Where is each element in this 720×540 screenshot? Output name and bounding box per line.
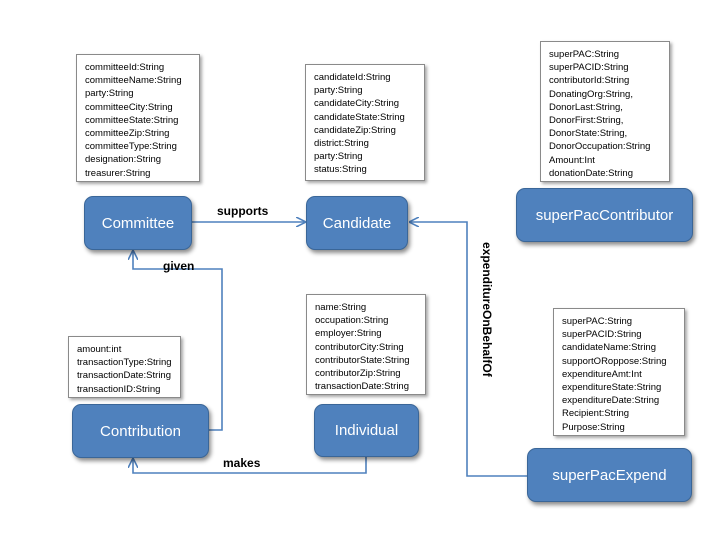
super-pac-contributor-entity[interactable]: superPacContributor bbox=[516, 188, 693, 242]
attribute-line: supportORoppose:String bbox=[562, 355, 667, 367]
contribution-label: Contribution bbox=[100, 422, 181, 440]
attribute-line: Purpose:String bbox=[562, 421, 625, 433]
attribute-line: transactionDate:String bbox=[77, 370, 171, 382]
attribute-line: contributorId:String bbox=[549, 75, 630, 87]
attribute-line: candidateId:String bbox=[314, 72, 391, 83]
committee-label: Committee bbox=[101, 214, 175, 232]
supports-label: supports bbox=[217, 204, 269, 218]
attribute-line: contributorZip:String bbox=[315, 368, 401, 380]
attribute-line: party:String bbox=[314, 85, 363, 97]
attribute-line: committeeId:String bbox=[85, 62, 165, 73]
attribute-line: candidateZip:String bbox=[314, 124, 396, 136]
attribute-line: amount:int bbox=[77, 344, 122, 355]
attribute-line: superPAC:String bbox=[562, 316, 633, 327]
attribute-line: candidateState:String bbox=[314, 111, 405, 123]
individual-label: Individual bbox=[334, 422, 399, 439]
attribute-line: superPACID:String bbox=[549, 62, 629, 74]
contribution-entity[interactable]: Contribution bbox=[72, 404, 209, 458]
attribute-line: status:String bbox=[314, 164, 367, 176]
attribute-line: committeeZip:String bbox=[85, 128, 170, 140]
makes-edge bbox=[133, 455, 367, 474]
attribute-line: Amount:Int bbox=[549, 154, 595, 166]
given-edge bbox=[133, 251, 223, 431]
attribute-line: party:String bbox=[85, 88, 134, 100]
attribute-line: transactionID:String bbox=[77, 383, 161, 395]
attribute-line: DonorState:String, bbox=[549, 128, 628, 140]
expenditure-on-behalf-of-edge bbox=[410, 222, 527, 477]
attribute-line: committeeType:String bbox=[85, 141, 177, 153]
super-pac-expend-entity[interactable]: superPacExpend bbox=[527, 448, 692, 502]
attribute-line: superPACID:String bbox=[562, 329, 642, 341]
attribute-line: expenditureDate:String bbox=[562, 395, 660, 407]
attribute-line: Recipient:String bbox=[562, 408, 630, 420]
attribute-line: committeeCity:String bbox=[85, 101, 173, 113]
attribute-line: employer:String bbox=[315, 328, 382, 340]
attribute-line: DonatingOrg:String, bbox=[549, 88, 633, 100]
attribute-line: superPAC:String bbox=[549, 49, 620, 60]
individual-entity[interactable]: Individual bbox=[314, 404, 419, 457]
attribute-line: district:String bbox=[314, 138, 369, 150]
candidate-label: Candidate bbox=[322, 214, 392, 232]
makes-label: makes bbox=[223, 456, 261, 470]
attribute-line: committeeState:String bbox=[85, 114, 179, 126]
attribute-line: DonorFirst:String, bbox=[549, 115, 624, 127]
attribute-line: designation:String bbox=[85, 154, 162, 166]
expenditure-on-behalf-of-label: expenditureOnBehalfOf bbox=[480, 242, 494, 377]
attribute-line: candidateCity:String bbox=[314, 98, 400, 110]
candidate-entity[interactable]: Candidate bbox=[306, 196, 408, 250]
attribute-line: DonorLast:String, bbox=[549, 101, 623, 113]
attribute-line: committeeName:String bbox=[85, 75, 182, 87]
attribute-line: party:String bbox=[314, 151, 363, 163]
attribute-line: occupation:String bbox=[315, 315, 389, 327]
attribute-line: transactionType:String bbox=[77, 357, 172, 369]
attribute-line: name:String bbox=[315, 302, 367, 313]
attribute-line: expenditureState:String bbox=[562, 382, 662, 394]
attribute-line: donationDate:String bbox=[549, 167, 633, 179]
super-pac-contributor-label: superPacContributor bbox=[535, 206, 674, 224]
attribute-line: expenditureAmt:Int bbox=[562, 368, 642, 380]
attribute-line: DonorOccupation:String bbox=[549, 141, 651, 153]
committee-entity[interactable]: Committee bbox=[84, 196, 192, 250]
given-label: given bbox=[163, 259, 195, 273]
attribute-line: candidateName:String bbox=[562, 342, 656, 354]
super-pac-expend-label: superPacExpend bbox=[552, 466, 667, 484]
attribute-line: contributorState:String bbox=[315, 354, 410, 366]
attribute-line: treasurer:String bbox=[85, 167, 151, 179]
attribute-line: contributorCity:String bbox=[315, 341, 404, 353]
attribute-line: transactionDate:String bbox=[315, 381, 409, 393]
